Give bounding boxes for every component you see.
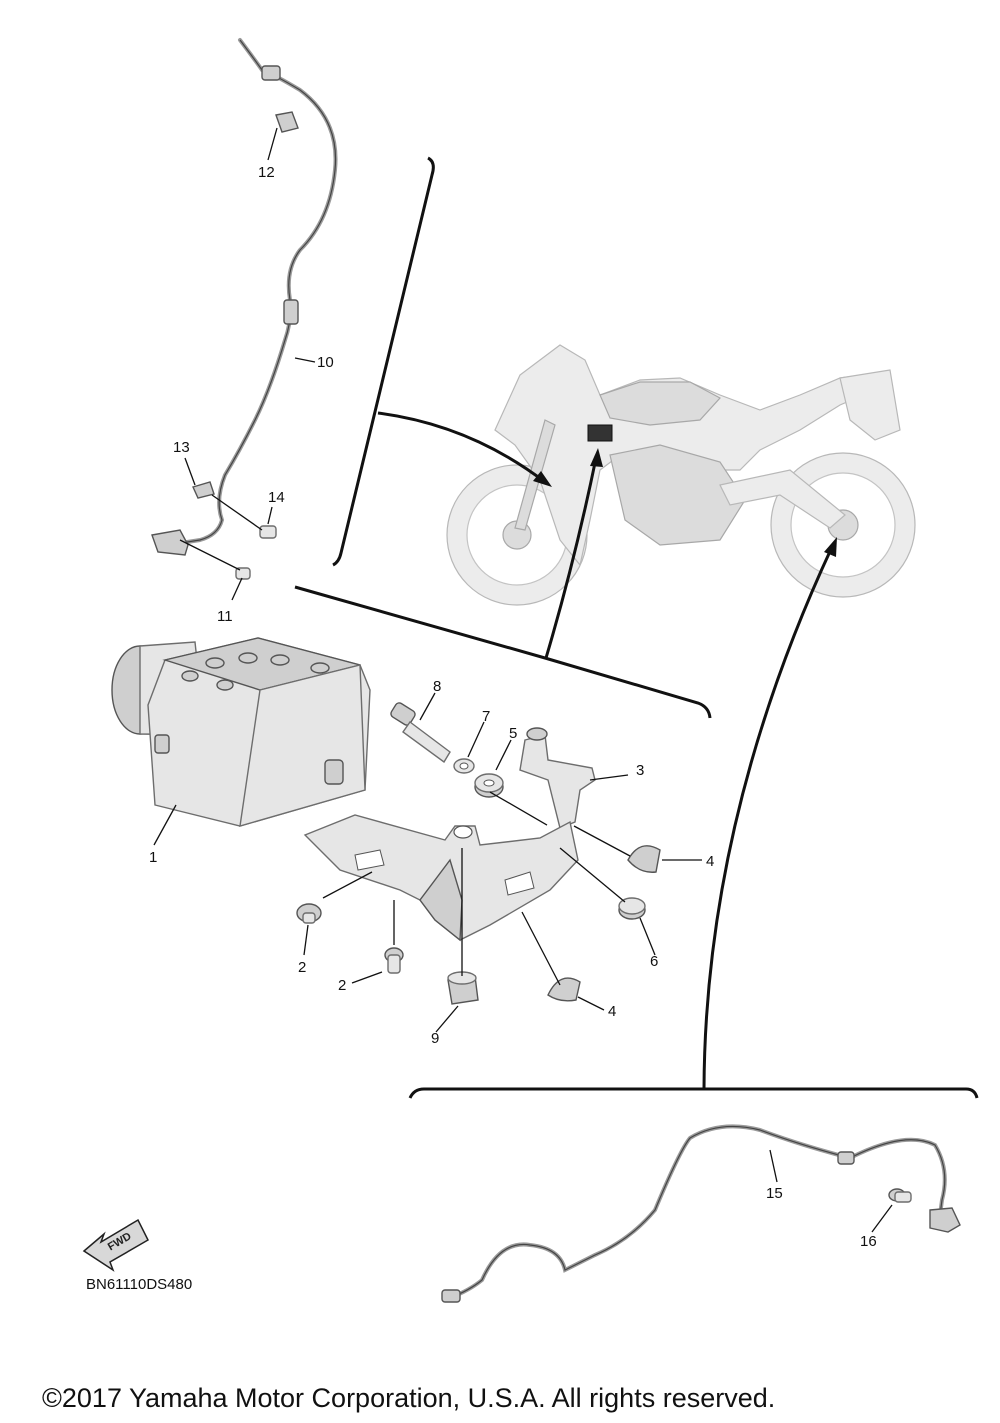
part-12-clamp <box>275 111 299 133</box>
callout-7: 7 <box>482 708 490 725</box>
callout-6: 6 <box>650 953 658 970</box>
callout-1: 1 <box>149 849 157 866</box>
callout-16: 16 <box>860 1233 877 1250</box>
callout-5: 5 <box>509 725 517 742</box>
part-2-bolt-lower <box>384 947 404 974</box>
motorcycle-silhouette <box>446 344 916 606</box>
front-sensor-lead <box>151 38 338 556</box>
part-9-damper <box>447 971 479 1005</box>
part-3-bracket <box>519 727 596 829</box>
part-4-damper-upper <box>627 845 661 873</box>
part-5-grommet <box>474 773 504 798</box>
part-2-bolt-left <box>296 903 322 924</box>
callout-8: 8 <box>433 678 441 695</box>
copyright-notice: ©2017 Yamaha Motor Corporation, U.S.A. A… <box>42 1383 775 1413</box>
callout-numbers: 1 2 2 3 4 4 5 6 7 8 9 10 11 12 13 14 15 … <box>149 164 877 1250</box>
callout-15: 15 <box>766 1185 783 1202</box>
callout-13: 13 <box>173 439 190 456</box>
part-8-bolt <box>390 702 451 764</box>
part-11-bolt <box>235 567 251 580</box>
part-4-damper-lower <box>547 977 581 1002</box>
callout-12: 12 <box>258 164 275 181</box>
callout-10: 10 <box>317 354 334 371</box>
callout-4: 4 <box>706 853 714 870</box>
grouping-brackets <box>294 156 979 1099</box>
stay-plate <box>303 814 579 942</box>
diagram-code: BN61110DS480 <box>86 1276 192 1293</box>
callout-14: 14 <box>268 489 285 506</box>
callout-11: 11 <box>217 608 233 625</box>
callout-3: 3 <box>636 762 644 779</box>
callout-4: 4 <box>608 1003 616 1020</box>
part-14-bolt <box>259 525 277 539</box>
part-6-collar <box>618 897 646 920</box>
callout-9: 9 <box>431 1030 439 1047</box>
part-16-bolt <box>888 1188 912 1203</box>
fwd-arrow-icon: FWD <box>82 1218 149 1272</box>
leader-lines <box>153 127 893 1233</box>
callout-2: 2 <box>338 977 346 994</box>
part-13-clip <box>192 481 215 499</box>
part-1-abs-unit <box>111 637 371 827</box>
pointer-arrows <box>377 411 837 1090</box>
callout-2: 2 <box>298 959 306 976</box>
part-15-rear-sensor-lead <box>441 1124 961 1303</box>
part-7-washer <box>453 758 475 774</box>
